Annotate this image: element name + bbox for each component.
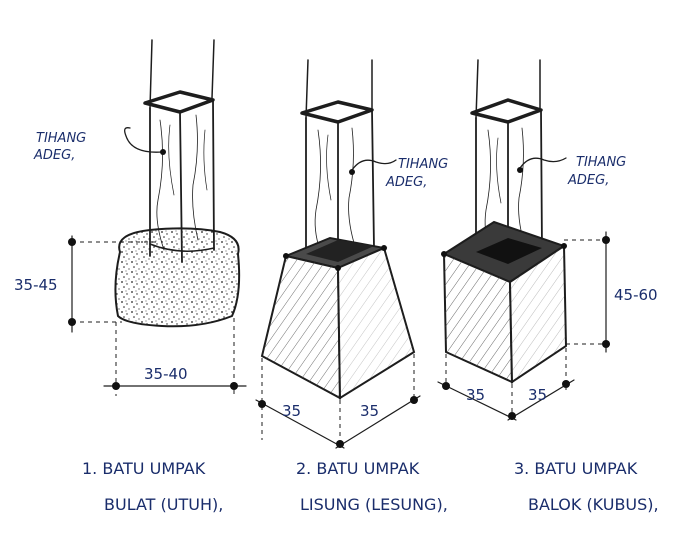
item-2-caption-line2: LISUNG (LESUNG),	[300, 495, 448, 514]
item-1-dim-height: 35-45	[14, 276, 58, 294]
item-3-post-label-line1: TIHANG	[576, 155, 626, 170]
item-1-round-stone: 35-45 35-40 TIHANG ADEG, 1. BATU UMPAK B…	[14, 39, 247, 514]
item-3-post-label-line2: ADEG,	[567, 173, 609, 188]
item-1-caption-line1: 1. BATU UMPAK	[82, 459, 206, 478]
item-3-caption-line1: 3. BATU UMPAK	[514, 459, 638, 478]
item-3-dim-right: 35	[528, 386, 547, 404]
item-2-lisung-stone: 35 35 TIHANG ADEG, 2. BATU UMPAK LISUNG …	[255, 59, 452, 514]
item-3-dim-height: 45-60	[614, 286, 658, 304]
item-3-dim-marker-left	[442, 382, 450, 390]
item-2-post-label-line2: ADEG,	[385, 175, 427, 190]
item-1-dim-marker-bottom	[68, 318, 76, 326]
item-1-caption-line2: BULAT (UTUH),	[104, 495, 223, 514]
item-1-post-label-line2: ADEG,	[33, 148, 75, 163]
item-1-post-label: TIHANG ADEG,	[33, 131, 90, 163]
item-1-post-label-line1: TIHANG	[36, 131, 86, 146]
item-3-dim-marker-right	[562, 380, 570, 388]
item-3-post-label: TIHANG ADEG,	[567, 155, 630, 188]
item-1-dim-marker-right	[230, 382, 238, 390]
item-2-dim-right: 35	[360, 402, 379, 420]
item-2-post-label: TIHANG ADEG,	[385, 157, 452, 190]
item-2-post	[300, 59, 375, 269]
item-2-dim-marker-right	[410, 396, 418, 404]
item-3-dim-marker-top	[602, 236, 610, 244]
item-3-block-stone: 45-60 35 35 TIHANG ADEG, 3. BATU UMPAK B…	[437, 59, 659, 514]
item-2-dim-marker-center	[336, 440, 344, 448]
item-1-stone	[114, 227, 241, 328]
item-1-dim-marker-left	[112, 382, 120, 390]
item-1-dim-marker-top	[68, 238, 76, 246]
item-2-caption-line1: 2. BATU UMPAK	[296, 459, 420, 478]
item-3-dim-marker-center	[508, 412, 516, 420]
item-1-dim-width: 35-40	[144, 365, 188, 383]
item-3-dim-marker-bottom	[602, 340, 610, 348]
item-2-dim-marker-left	[258, 400, 266, 408]
item-2-post-label-line1: TIHANG	[398, 157, 448, 172]
item-2-dim-left: 35	[282, 402, 301, 420]
item-3-caption-line2: BALOK (KUBUS),	[528, 495, 659, 514]
item-3-dim-left: 35	[466, 386, 485, 404]
